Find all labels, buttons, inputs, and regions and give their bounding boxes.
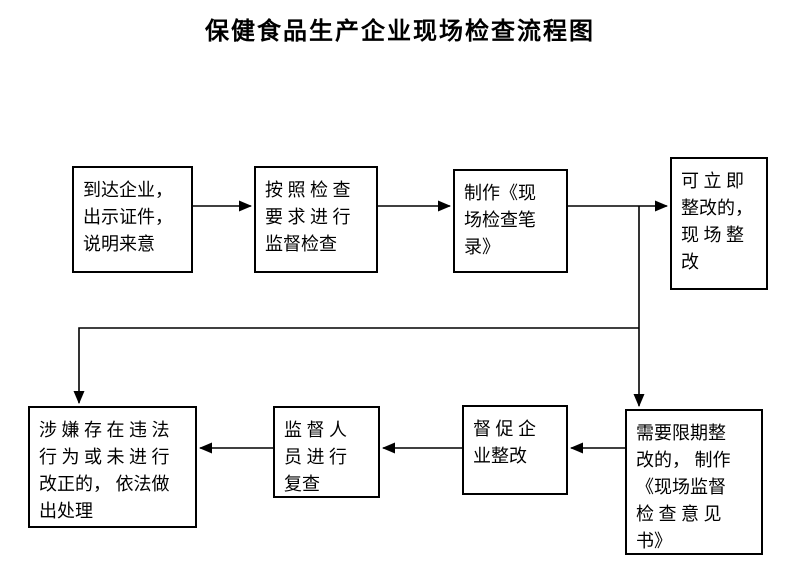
edge-branch-to-punish-arrow — [73, 327, 639, 404]
flowchart-node-punish: 涉 嫌 存 在 违 法 行 为 或 未 进 行 改正的， 依法做 出处理 — [28, 406, 197, 528]
flowchart-node-urge-rectify: 督 促 企 业整改 — [462, 405, 568, 495]
flowchart-node-arrive-text: 到达企业， 出示证件， 说明来意 — [83, 180, 173, 254]
flowchart-title: 保健食品生产企业现场检查流程图 — [205, 19, 595, 45]
flowchart-node-immediate-fix-text: 可 立 即 整改的， 现 场 整 改 — [681, 171, 753, 272]
flowchart-node-deadline-fix: 需要限期整 改的， 制作 《现场监督 检 查 意 见 书》 — [625, 409, 763, 555]
flowchart-node-arrive: 到达企业， 出示证件， 说明来意 — [72, 166, 193, 273]
flowchart-node-recheck-text: 监 督 人 员 进 行 复查 — [284, 420, 347, 494]
flowchart-node-punish-text: 涉 嫌 存 在 违 法 行 为 或 未 进 行 改正的， 依法做 出处理 — [39, 420, 170, 521]
flowchart-node-inspect-text: 按 照 检 查 要 求 进 行 监督检查 — [265, 180, 351, 254]
flowchart-node-record: 制作《现 场检查笔 录》 — [453, 169, 568, 273]
flowchart-node-inspect: 按 照 检 查 要 求 进 行 监督检查 — [254, 166, 378, 273]
flowchart-node-immediate-fix: 可 立 即 整改的， 现 场 整 改 — [670, 157, 768, 290]
flowchart-node-urge-rectify-text: 督 促 企 业整改 — [473, 419, 536, 466]
flowchart-node-deadline-fix-text: 需要限期整 改的， 制作 《现场监督 检 查 意 见 书》 — [636, 423, 731, 551]
flowchart-node-recheck: 监 督 人 员 进 行 复查 — [273, 406, 380, 498]
flowchart-node-record-text: 制作《现 场检查笔 录》 — [464, 183, 536, 257]
